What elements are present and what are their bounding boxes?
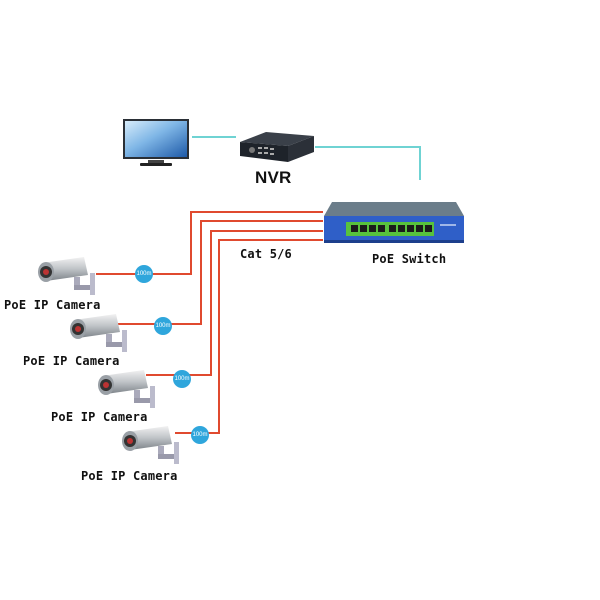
- camera-icon: [38, 257, 95, 295]
- nvr: [238, 130, 316, 165]
- nvr-icon: [240, 132, 314, 162]
- camera-label: PoE IP Camera: [23, 354, 120, 368]
- distance-badge: 100m: [173, 370, 191, 388]
- nvr-label: NVR: [255, 168, 292, 187]
- poe-switch: [322, 200, 466, 246]
- distance-badge: 100m: [154, 317, 172, 335]
- nvr-switch-cable: [315, 146, 421, 180]
- camera-1: [34, 255, 98, 299]
- switch-icon: [324, 202, 464, 243]
- camera-4: [118, 424, 182, 468]
- cable-type-label: Cat 5/6: [240, 247, 292, 261]
- camera-icon: [122, 426, 179, 464]
- camera-icon: [70, 314, 127, 352]
- distance-badge: 100m: [191, 426, 209, 444]
- camera-label: PoE IP Camera: [51, 410, 148, 424]
- camera-label: PoE IP Camera: [81, 469, 178, 483]
- monitor: [122, 118, 190, 168]
- camera-3-cable: [146, 230, 323, 376]
- camera-icon: [98, 370, 155, 408]
- camera-2: [66, 312, 130, 356]
- switch-label: PoE Switch: [372, 252, 447, 266]
- monitor-icon: [123, 119, 189, 166]
- distance-badge: 100m: [135, 265, 153, 283]
- camera-3: [94, 368, 158, 412]
- camera-label: PoE IP Camera: [4, 298, 101, 312]
- camera-4-cable: [175, 239, 323, 434]
